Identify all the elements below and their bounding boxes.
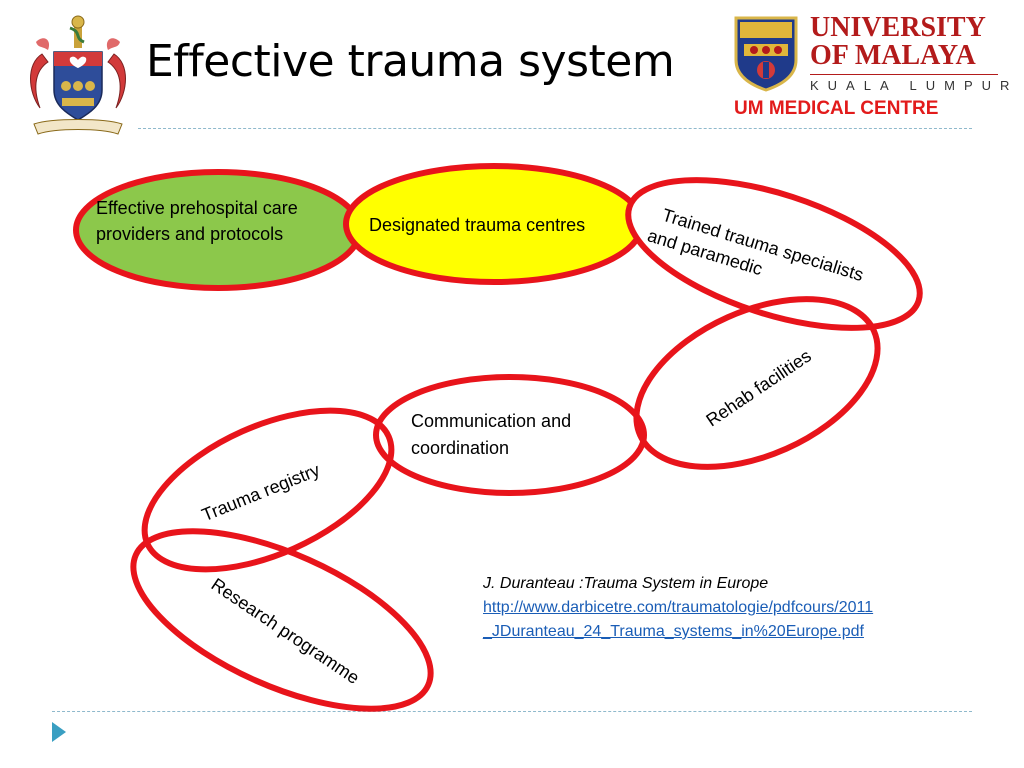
node-designated: Designated trauma centres: [343, 163, 645, 285]
node-prehospital: Effective prehospital care providers and…: [73, 169, 363, 291]
reference-link-line1[interactable]: http://www.darbicetre.com/traumatologie/…: [483, 599, 874, 616]
node-prehospital-label: Effective prehospital care providers and…: [96, 198, 303, 244]
university-name-line1: UNIVERSITY: [810, 12, 986, 43]
reference-link-line2[interactable]: _JDuranteau_24_Trauma_systems_in%20Europ…: [483, 623, 864, 640]
bottom-divider: [52, 711, 972, 712]
university-name-line2: OF MALAYA: [810, 40, 976, 71]
node-rehab: Rehab facilities: [633, 296, 881, 470]
node-designated-label: Designated trauma centres: [369, 215, 585, 235]
shield-icon: [734, 16, 798, 92]
slide-title: Effective trauma system: [146, 36, 675, 87]
node-specialists: Trained trauma specialists and paramedic: [625, 177, 923, 331]
node-specialists-ring: [625, 177, 923, 331]
node-rehab-ring: [633, 296, 881, 470]
node-communication-label: Communication and coordination: [411, 411, 576, 458]
crest-logo: [30, 15, 126, 135]
next-arrow-icon: [52, 722, 66, 742]
medical-centre-name: UM MEDICAL CENTRE: [734, 98, 939, 119]
university-city: KUALA LUMPUR: [810, 78, 1019, 93]
reference-author: J. Duranteau :Trauma System in Europe: [483, 575, 769, 592]
node-communication: Communication and coordination: [373, 374, 647, 496]
node-research-ring: [130, 528, 434, 712]
node-communication-ring: [373, 374, 647, 496]
logo-divider: [810, 74, 998, 75]
node-research: Research programme: [130, 528, 434, 712]
top-divider: [138, 128, 972, 129]
reference: J. Duranteau :Trauma System in Europe ht…: [483, 572, 873, 644]
university-logo: UNIVERSITY OF MALAYA KUALA LUMPUR UM MED…: [730, 12, 1009, 122]
